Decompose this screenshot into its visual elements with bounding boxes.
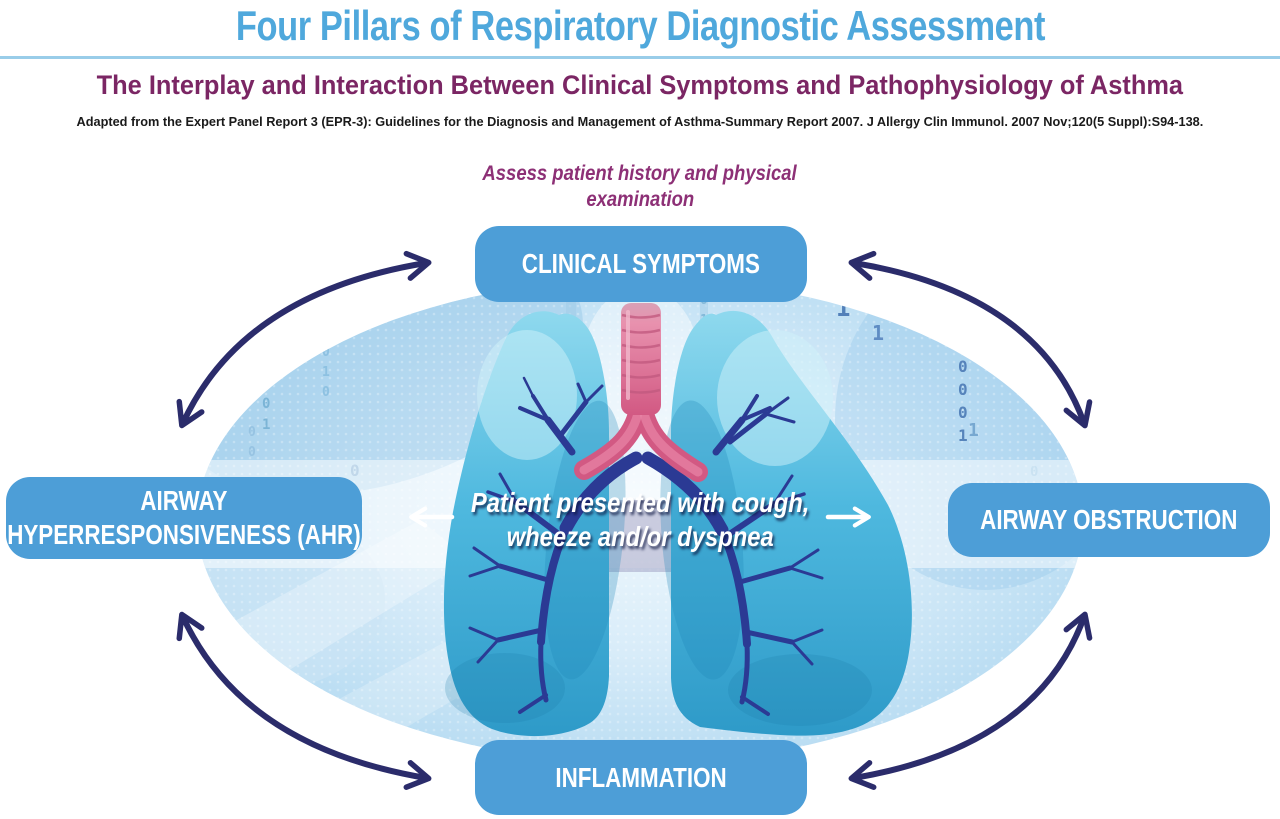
svg-text:1: 1 (322, 365, 330, 380)
right-bronchial-tree (641, 394, 824, 716)
pillar-inflammation: INFLAMMATION (475, 740, 807, 815)
svg-text:1: 1 (968, 420, 979, 441)
svg-text:0: 0 (248, 425, 256, 440)
assessment-instruction: Assess patient history and physical exam… (482, 162, 798, 211)
svg-text:0: 0 (262, 354, 270, 370)
svg-text:1: 1 (262, 417, 270, 433)
citation-text: Adapted from the Expert Panel Report 3 (… (76, 114, 1204, 129)
title-divider (0, 56, 1280, 59)
svg-text:0: 0 (958, 380, 968, 399)
svg-text:1: 1 (1005, 292, 1014, 310)
lungs-illustration (443, 286, 912, 737)
arc-arrow-top-right (848, 250, 1093, 429)
pillar-airway-obstruction-label: AIRWAY OBSTRUCTION (980, 504, 1238, 536)
svg-text:1: 1 (262, 375, 270, 391)
arc-arrow-bottom-right (848, 611, 1093, 790)
left-bronchial-tree (468, 376, 643, 714)
svg-text:0: 0 (958, 403, 968, 422)
svg-text:1: 1 (872, 321, 884, 345)
arc-arrow-top-left (176, 250, 432, 429)
arc-arrow-bottom-left (176, 611, 432, 790)
svg-text:1: 1 (262, 333, 270, 349)
svg-text:0: 0 (322, 385, 330, 400)
page-title: Four Pillars of Respiratory Diagnostic A… (235, 2, 1045, 49)
svg-text:0: 0 (248, 445, 256, 460)
svg-text:1: 1 (1005, 336, 1014, 354)
trachea (574, 303, 708, 482)
svg-text:0: 0 (322, 345, 330, 360)
pillar-inflammation-label: INFLAMMATION (555, 761, 727, 793)
pillar-clinical-symptoms: CLINICAL SYMPTOMS (475, 226, 807, 302)
svg-text:0: 0 (262, 396, 270, 412)
svg-text:0: 0 (958, 357, 968, 376)
pillar-airway-obstruction: AIRWAY OBSTRUCTION (948, 483, 1270, 557)
page-subtitle: The Interplay and Interaction Between Cl… (96, 70, 1184, 100)
svg-text:1: 1 (836, 294, 850, 322)
svg-text:1: 1 (958, 426, 968, 445)
pillar-clinical-symptoms-label: CLINICAL SYMPTOMS (521, 248, 761, 280)
pillar-airway-hyperresponsiveness: AIRWAY HYPERRESPONSIVENESS (AHR) (6, 477, 362, 559)
patient-presentation-text: Patient presented with cough, wheeze and… (470, 487, 810, 552)
pillar-ahr-label: AIRWAY HYPERRESPONSIVENESS (AHR) (7, 485, 361, 550)
